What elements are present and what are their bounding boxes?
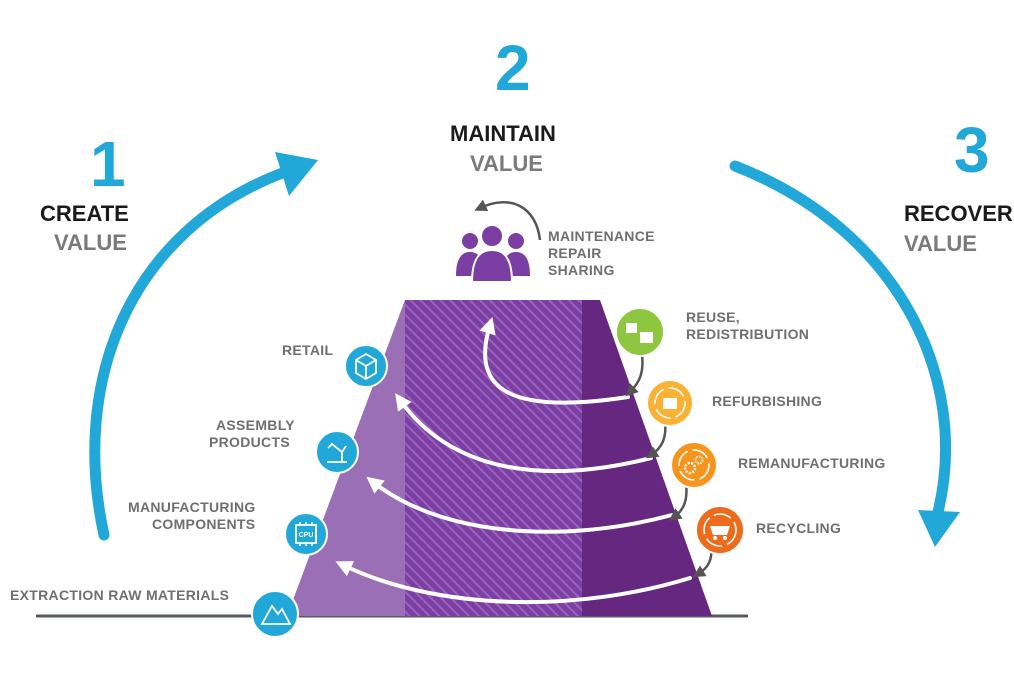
robot-arm-icon: [315, 430, 359, 474]
phase-1-title: CREATE: [40, 201, 129, 226]
manufacturing-label: MANUFACTURING: [128, 499, 256, 515]
phase-1-number: 1: [90, 128, 126, 200]
flow-arrows: [335, 316, 692, 605]
cpu-chip-text: CPU: [299, 532, 314, 539]
boxes-icon: [615, 307, 665, 357]
gears-icon: [670, 441, 718, 489]
repair-label: REPAIR: [548, 245, 602, 261]
phase-3-number: 3: [954, 114, 990, 186]
phase-2-title: MAINTAIN: [450, 121, 556, 146]
maintain-cycle-arrow: [474, 199, 542, 241]
cpu-chip-icon: CPU: [284, 512, 328, 556]
box-icon: [344, 344, 388, 388]
people-group-icon: [456, 224, 530, 283]
refurbishing-label: REFURBISHING: [712, 393, 823, 409]
create-value-arrow: [89, 152, 318, 541]
retail-label: RETAIL: [282, 342, 334, 358]
sharing-label: SHARING: [548, 262, 615, 278]
recycling-label: RECYCLING: [756, 520, 842, 536]
maintenance-label: MAINTENANCE: [548, 228, 655, 244]
components-label: COMPONENTS: [152, 516, 256, 532]
phase-2-number: 2: [495, 32, 531, 104]
reuse-label: REUSE,: [686, 309, 740, 325]
phase-1-subtitle: VALUE: [54, 230, 127, 255]
mine-cart-icon: [695, 505, 745, 555]
remanufacturing-label: REMANUFACTURING: [738, 455, 886, 471]
phase-2-subtitle: VALUE: [470, 151, 543, 176]
phase-3-subtitle: VALUE: [904, 231, 977, 256]
recover-value-arrow: [729, 160, 960, 547]
mountain-icon: [251, 590, 299, 638]
assembly-label: ASSEMBLY: [216, 417, 295, 433]
extraction-label: EXTRACTION RAW MATERIALS: [10, 587, 230, 603]
phase-3-title: RECOVER: [904, 201, 1013, 226]
products-label: PRODUCTS: [209, 434, 290, 450]
redistribution-label: REDISTRIBUTION: [686, 326, 810, 342]
refurbish-box-icon: [646, 379, 694, 427]
